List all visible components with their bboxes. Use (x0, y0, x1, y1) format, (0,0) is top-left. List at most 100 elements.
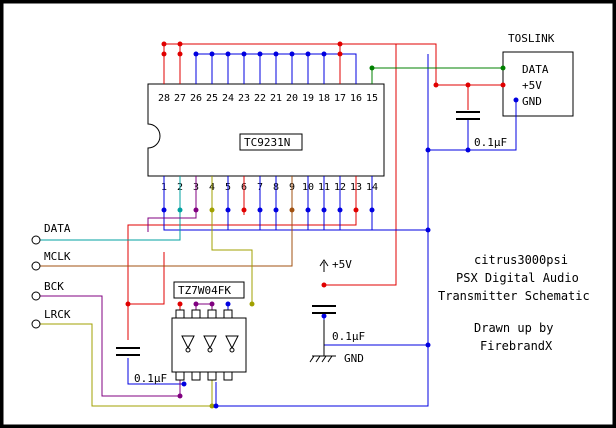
junction-dot (209, 403, 215, 409)
junction-dot (241, 51, 247, 57)
tc9231n-part-box (239, 133, 303, 151)
junction-dot (337, 41, 343, 47)
ic-pin-label: 28 (158, 93, 170, 104)
junction-dot (193, 51, 199, 57)
junction-dot (289, 51, 295, 57)
junction-dot (513, 97, 519, 103)
junction-dot (225, 51, 231, 57)
capacitor-center-label: 0.1µF (332, 330, 365, 343)
junction-dot (369, 65, 375, 71)
junction-dot (177, 207, 183, 213)
toslink-pin-gnd: GND (522, 95, 542, 108)
junction-dot (500, 65, 506, 71)
junction-dot (500, 82, 506, 88)
junction-dot (321, 51, 327, 57)
capacitor-toslink (456, 111, 480, 120)
junction-dot (305, 207, 311, 213)
ic-pin-label: 22 (254, 93, 266, 104)
ic-pin-label: 17 (334, 93, 346, 104)
ic-pin-label: 20 (286, 93, 298, 104)
brown-mclk-wire (40, 210, 293, 267)
junction-dot (193, 301, 199, 307)
junction-dot (337, 51, 343, 57)
ic-pin-label: 16 (350, 93, 362, 104)
teal-data-wire (40, 210, 181, 241)
ic-pin-label: 21 (270, 93, 282, 104)
junction-dot (273, 207, 279, 213)
ic-pin-label: 24 (222, 93, 234, 104)
tc9231n-top-pin-labels: 28 27 26 25 24 23 22 21 20 19 18 17 16 15 (158, 93, 378, 104)
junction-dot (353, 207, 359, 213)
junction-dot (289, 207, 295, 213)
toslink-title: TOSLINK (508, 32, 555, 45)
junction-dot (161, 41, 167, 47)
ic-pin-label: 23 (238, 93, 250, 104)
junction-dot (425, 227, 431, 233)
junction-dot (177, 393, 183, 399)
tz7w04fk-part-label: TZ7W04FK (178, 284, 231, 297)
signal-label-lrck: LRCK (44, 308, 71, 321)
capacitor-left (116, 347, 140, 356)
note-title-line2: Transmitter Schematic (438, 289, 590, 303)
junction-dot (241, 207, 247, 213)
note-title-line1: PSX Digital Audio (456, 271, 579, 285)
junction-dot (321, 282, 327, 288)
junction-dot (257, 207, 263, 213)
signal-label-data: DATA (44, 222, 71, 235)
gnd-label: GND (344, 352, 364, 365)
junction-dot (225, 207, 231, 213)
olive-signal-wires (40, 210, 253, 407)
tc9231n-chip (147, 83, 385, 177)
junction-dot (321, 207, 327, 213)
tz7w04fk-chip (171, 309, 247, 381)
junction-dot (321, 313, 327, 319)
junction-dot (193, 207, 199, 213)
capacitor-center (312, 305, 336, 314)
note-credit-line2: FirebrandX (480, 339, 553, 353)
junction-dot (273, 51, 279, 57)
ic-pin-label: 27 (174, 93, 186, 104)
ic-pin-label: 25 (206, 93, 218, 104)
junction-dot (465, 147, 471, 153)
note-author-handle: citrus3000psi (474, 253, 568, 267)
junction-dot (249, 301, 255, 307)
junction-dot (161, 51, 167, 57)
junction-dot (209, 301, 215, 307)
ic-pin-label: 19 (302, 93, 314, 104)
vcc-arrow-icon (319, 259, 329, 272)
signal-terminals (31, 235, 41, 329)
junction-dot (465, 82, 471, 88)
junction-dot (225, 301, 231, 307)
vcc-label: +5V (332, 258, 352, 271)
note-credit-line1: Drawn up by (474, 321, 553, 335)
junction-dot (213, 403, 219, 409)
junction-dot (305, 51, 311, 57)
toslink-pin-5v: +5V (522, 79, 542, 92)
junction-dot (177, 41, 183, 47)
tz7w04fk-part-box (173, 281, 245, 299)
junction-dot (177, 51, 183, 57)
junction-dot (337, 207, 343, 213)
ic-pin-label: 15 (366, 93, 378, 104)
junction-dot (257, 51, 263, 57)
capacitor-toslink-label: 0.1µF (474, 136, 507, 149)
ground-icon (309, 320, 336, 363)
junction-dot (433, 82, 439, 88)
signal-label-mclk: MCLK (44, 250, 71, 263)
junction-dot (177, 301, 183, 307)
toslink-pin-data: DATA (522, 63, 549, 76)
junction-dot (425, 147, 431, 153)
ic-pin-label: 26 (190, 93, 202, 104)
junction-dot (209, 51, 215, 57)
junction-dot (181, 381, 187, 387)
ic-pin-label: 18 (318, 93, 330, 104)
junction-dot (369, 207, 375, 213)
junction-dot (425, 342, 431, 348)
capacitor-left-label: 0.1µF (134, 372, 167, 385)
junction-dot (209, 207, 215, 213)
junction-dot (125, 301, 131, 307)
tc9231n-part-label: TC9231N (244, 136, 290, 149)
junction-dot (161, 207, 167, 213)
signal-label-bck: BCK (44, 280, 64, 293)
